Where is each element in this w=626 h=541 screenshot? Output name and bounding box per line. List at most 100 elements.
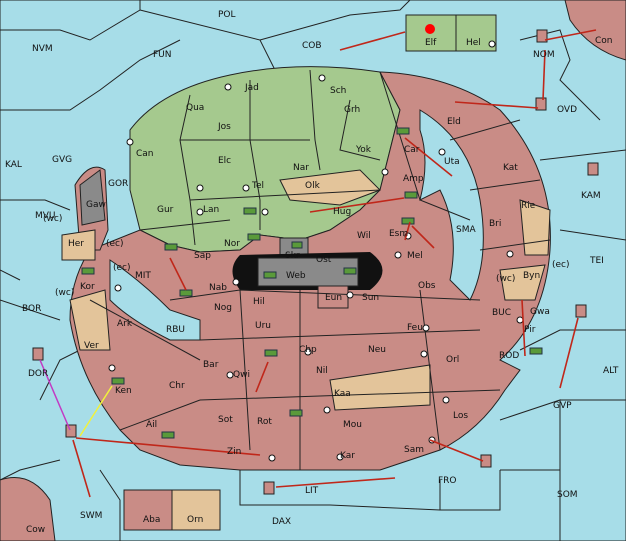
label-swm: SWM [80,511,102,521]
label-mou: Mou [343,420,362,430]
coast-tag: (wc) [496,274,515,284]
label-dax: DAX [272,517,291,527]
label-amp: Amp [403,174,424,184]
label-gaw: Gaw [86,200,106,210]
label-lan: Lan [203,205,219,215]
label-con: Con [595,36,613,46]
label-lit: LIT [305,486,319,496]
label-hug: Hug [333,207,351,217]
label-mit: MIT [135,271,151,281]
label-grh: Grh [344,105,360,115]
label-hil: Hil [253,297,265,307]
label-feu: Feu [407,323,423,333]
label-kam: KAM [581,191,601,201]
label-cow: Cow [26,525,45,535]
label-bor: BOR [22,304,41,314]
label-jad: Jad [244,83,259,93]
label-kat: Kat [503,163,518,173]
label-olk: Olk [305,181,321,191]
label-hel: Hel [466,38,481,48]
label-kar: Kar [340,451,355,461]
province-borders [89,69,551,470]
convoy-line [39,359,71,431]
label-cob: COB [302,41,322,51]
label-alt: ALT [603,366,619,376]
label-ark: Ark [117,319,133,329]
region-orn[interactable] [171,489,221,531]
label-sap: Sap [194,251,211,261]
label-nor: Nor [224,239,240,249]
coast-tag: (wc) [43,214,62,224]
label-nil: Nil [316,366,328,376]
coast-tag: (ec) [106,239,124,249]
label-aba: Aba [143,515,160,525]
label-elf: Elf [425,38,437,48]
region-kaa[interactable] [329,364,431,411]
label-ovd: OVD [557,105,577,115]
label-ost: Ost [316,255,332,265]
label-mel: Mel [407,251,423,261]
label-tei: TEI [589,256,604,266]
label-ken: Ken [115,386,132,396]
supply-centers [108,40,524,462]
label-eld: Eld [447,117,461,127]
label-ail: Ail [146,420,157,430]
label-gur: Gur [157,205,174,215]
label-rod: ROD [499,351,519,361]
label-nab: Nab [209,283,227,293]
label-byn: Byn [523,271,540,281]
region-gaw[interactable] [79,169,106,226]
label-uru: Uru [255,321,271,331]
label-sot: Sot [218,415,233,425]
label-kor: Kor [80,282,95,292]
label-rbu: RBU [166,325,185,335]
label-nvm: NVM [32,44,53,54]
label-gvg: GVG [52,155,72,165]
label-nar: Nar [293,163,309,173]
region-byn[interactable] [499,264,546,301]
label-elc: Elc [218,156,231,166]
label-zin: Zin [227,447,241,457]
label-sch: Sch [330,86,346,96]
label-can: Can [136,149,154,159]
label-car: Car [404,145,420,155]
order-arrows [72,29,597,498]
support-line [79,385,113,437]
label-chr: Chr [169,381,185,391]
label-ver: Ver [84,341,99,351]
label-fun: FUN [153,50,172,60]
label-orl: Orl [446,355,459,365]
label-wil: Wil [357,231,371,241]
label-sun: Sun [362,293,379,303]
label-her: Her [68,239,84,249]
label-jos: Jos [217,122,231,132]
label-web: Web [286,271,306,281]
coast-tag: (wc) [55,288,74,298]
label-yok: Yok [355,145,372,155]
label-neu: Neu [368,345,386,355]
label-bri: Bri [489,219,501,229]
label-gor: GOR [108,179,128,189]
units [81,127,543,439]
region-cow[interactable] [0,477,56,541]
label-esm: Esm [389,229,408,239]
label-chp: Chp [299,345,317,355]
label-skr: Skr [285,251,300,261]
label-rie: Rie [521,201,536,211]
coast-tag: (ec) [113,263,131,273]
label-pol: POL [218,10,236,20]
label-qwi: Qwi [233,370,250,380]
label-gvp: GVP [553,401,572,411]
dislodged-marker [425,24,435,34]
label-nog: Nog [214,303,232,313]
coast-tag: (ec) [552,260,570,270]
region-olk[interactable] [279,169,381,206]
label-gwa: Gwa [530,307,550,317]
region-aba[interactable] [123,489,173,531]
label-buc: BUC [492,308,511,318]
region-her[interactable] [61,229,96,261]
label-los: Los [453,411,468,421]
